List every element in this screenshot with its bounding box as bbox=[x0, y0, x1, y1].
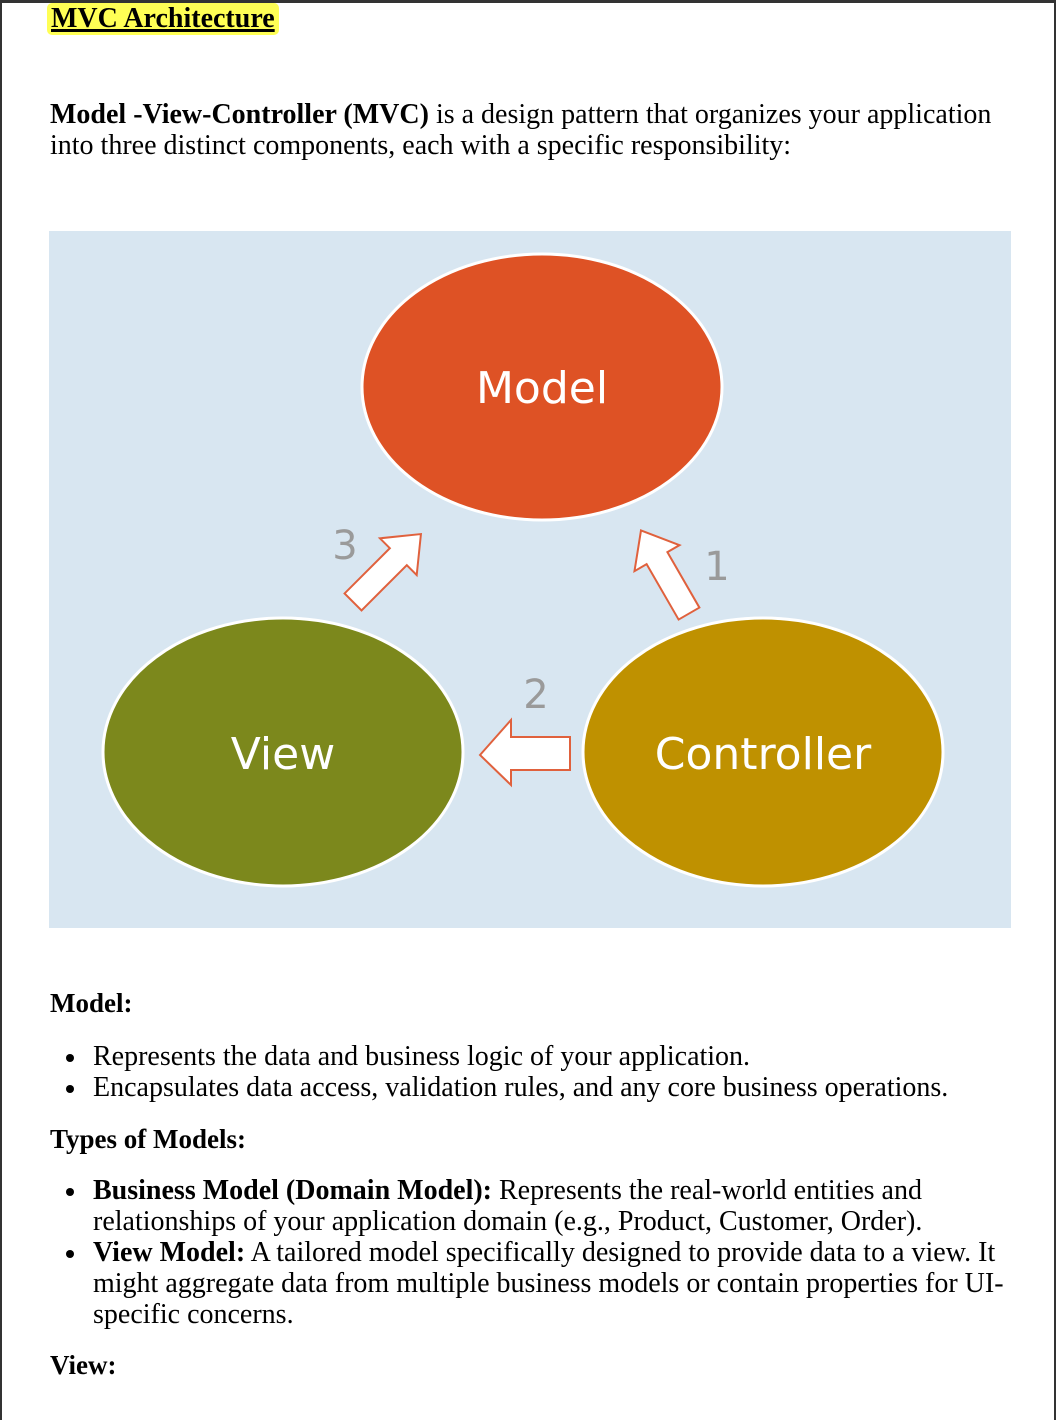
intro-bold: Model -View-Controller (MVC) bbox=[50, 99, 429, 130]
model-label: Model bbox=[476, 363, 608, 414]
controller-label: Controller bbox=[655, 729, 872, 780]
list-item: View Model: A tailored model specificall… bbox=[66, 1237, 1023, 1330]
arrow-1-number: 1 bbox=[704, 544, 729, 590]
mvc-diagram-svg: Model View Controller 3 1 2 bbox=[101, 252, 945, 888]
item-bold: Business Model (Domain Model): bbox=[93, 1175, 492, 1206]
arrow-2-controller-to-view bbox=[478, 717, 571, 788]
arrow-1-controller-to-model bbox=[633, 529, 701, 621]
view-label: View bbox=[231, 729, 335, 780]
arrow-2-number: 2 bbox=[523, 672, 548, 718]
mvc-diagram: Model View Controller 3 1 2 bbox=[49, 231, 1011, 928]
model-node bbox=[360, 252, 724, 522]
model-list: Represents the data and business logic o… bbox=[50, 1041, 1023, 1103]
item-text: A tailored model specifically designed t… bbox=[93, 1237, 1004, 1330]
arrow-3-number: 3 bbox=[332, 523, 357, 569]
view-heading: View: bbox=[50, 1350, 117, 1380]
list-item: Represents the data and business logic o… bbox=[66, 1041, 1023, 1072]
controller-node bbox=[581, 616, 945, 888]
list-item: Encapsulates data access, validation rul… bbox=[66, 1072, 1023, 1103]
intro-text: is a design pattern that organizes your … bbox=[50, 99, 992, 161]
types-heading: Types of Models: bbox=[50, 1124, 246, 1154]
page-title: MVC Architecture bbox=[47, 3, 279, 35]
types-list: Business Model (Domain Model): Represent… bbox=[50, 1175, 1023, 1330]
view-node bbox=[101, 616, 465, 888]
item-text: Represents the real-world entities and r… bbox=[93, 1175, 923, 1237]
list-item: Business Model (Domain Model): Represent… bbox=[66, 1175, 1023, 1237]
arrow-3-view-to-model bbox=[343, 532, 423, 612]
intro-paragraph: Model -View-Controller (MVC) is a design… bbox=[50, 99, 1010, 161]
item-bold: View Model: bbox=[93, 1237, 246, 1268]
model-heading: Model: bbox=[50, 988, 133, 1018]
